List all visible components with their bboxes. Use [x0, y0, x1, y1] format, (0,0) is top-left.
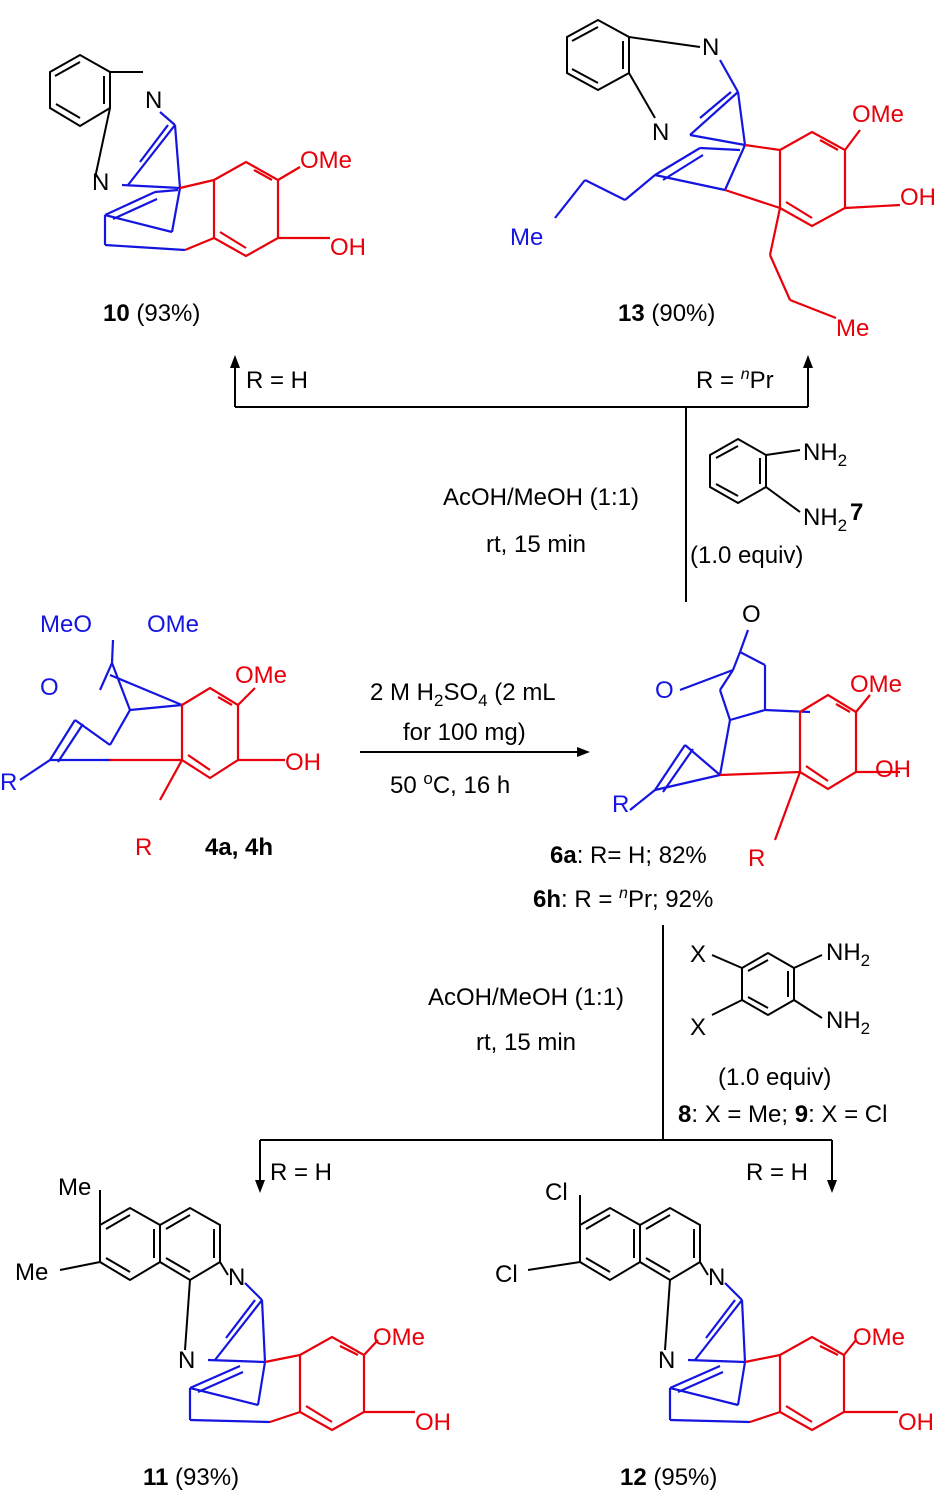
- methyl-group: Me: [15, 1259, 48, 1286]
- methyl-group: Me: [58, 1174, 91, 1201]
- methoxy-group: OMe: [300, 147, 352, 174]
- compound-6h-label: 6h: R = nPr; 92%: [533, 885, 713, 913]
- methoxy-group: OMe: [852, 101, 904, 128]
- hydroxyl-group: OH: [898, 1409, 934, 1436]
- ketone-oxygen: O: [655, 677, 674, 704]
- amine-group: NH2: [826, 1007, 870, 1038]
- compound-6a-label: 6a: R= H; 82%: [550, 842, 707, 869]
- reagent-7-structure: [709, 437, 801, 513]
- methyl-group: Me: [510, 224, 543, 251]
- reagent-equivalents: (1.0 equiv): [718, 1064, 831, 1091]
- main-reaction-arrow: [360, 747, 590, 757]
- compound-11-structure: [59, 1190, 415, 1432]
- time-condition: rt, 15 min: [476, 1029, 576, 1056]
- atom-N: N: [708, 1264, 725, 1291]
- methoxy-group: OMe: [147, 611, 199, 638]
- top-branch-arrows: [230, 355, 813, 602]
- atom-N: N: [145, 87, 162, 114]
- compound-4-structure: [19, 639, 285, 801]
- ketone-oxygen: O: [742, 601, 761, 628]
- compound-10-structure: [49, 53, 330, 258]
- atom-N: N: [92, 169, 109, 196]
- methoxy-group: OMe: [850, 671, 902, 698]
- amine-group: NH2: [803, 439, 847, 470]
- time-condition: rt, 15 min: [486, 531, 586, 558]
- chloro-group: Cl: [545, 1179, 568, 1206]
- branch-condition-r-npr: R = nPr: [696, 366, 774, 394]
- hydroxyl-group: OH: [900, 184, 936, 211]
- substituent-r: R: [0, 769, 17, 796]
- solvent-condition: AcOH/MeOH (1:1): [428, 984, 624, 1011]
- bottom-branch-arrows: [255, 925, 837, 1193]
- scale-condition: for 100 mg): [403, 719, 526, 746]
- methoxy-group: OMe: [853, 1324, 905, 1351]
- substituent-r: R: [748, 845, 765, 872]
- compound-7-label: 7: [850, 499, 863, 526]
- substituent-x: X: [690, 941, 706, 968]
- atom-N: N: [658, 1347, 675, 1374]
- hydroxyl-group: OH: [415, 1409, 451, 1436]
- methoxy-group: MeO: [40, 611, 92, 638]
- hydroxyl-group: OH: [875, 756, 911, 783]
- substituent-r: R: [135, 834, 152, 861]
- temperature-condition: 50 oC, 16 h: [390, 769, 510, 799]
- hydroxyl-group: OH: [330, 234, 366, 261]
- acid-condition: 2 M H2SO4 (2 mL: [370, 679, 556, 710]
- solvent-condition: AcOH/MeOH (1:1): [443, 484, 639, 511]
- methoxy-group: OMe: [235, 662, 287, 689]
- compound-13-label: 13 (90%): [618, 300, 715, 327]
- atom-N: N: [702, 34, 719, 61]
- branch-condition-r-h: R = H: [270, 1159, 332, 1186]
- reagent-8-9-structure: [711, 951, 823, 1019]
- compound-10-label: 10 (93%): [103, 300, 200, 327]
- hydroxyl-group: OH: [285, 749, 321, 776]
- amine-group: NH2: [826, 939, 870, 970]
- atom-N: N: [652, 119, 669, 146]
- ketone-oxygen: O: [40, 674, 59, 701]
- compound-4-label: 4a, 4h: [205, 834, 273, 861]
- methyl-group: Me: [836, 315, 869, 342]
- compound-11-label: 11 (93%): [143, 1464, 239, 1491]
- compound-6-structure: [629, 629, 900, 841]
- chloro-group: Cl: [495, 1261, 518, 1288]
- compound-12-label: 12 (95%): [620, 1464, 717, 1491]
- substituent-x: X: [690, 1014, 706, 1041]
- compound-13-structure: [554, 18, 901, 320]
- reagent-8-9-label: 8: X = Me; 9: X = Cl: [678, 1101, 887, 1128]
- atom-N: N: [178, 1347, 195, 1374]
- amine-group: NH2: [803, 504, 847, 535]
- compound-12-structure: [527, 1195, 898, 1432]
- branch-condition-r-h: R = H: [746, 1159, 808, 1186]
- branch-condition-r-h: R = H: [246, 367, 308, 394]
- substituent-r: R: [612, 791, 629, 818]
- atom-N: N: [228, 1264, 245, 1291]
- methoxy-group: OMe: [373, 1324, 425, 1351]
- reagent-equivalents: (1.0 equiv): [690, 542, 803, 569]
